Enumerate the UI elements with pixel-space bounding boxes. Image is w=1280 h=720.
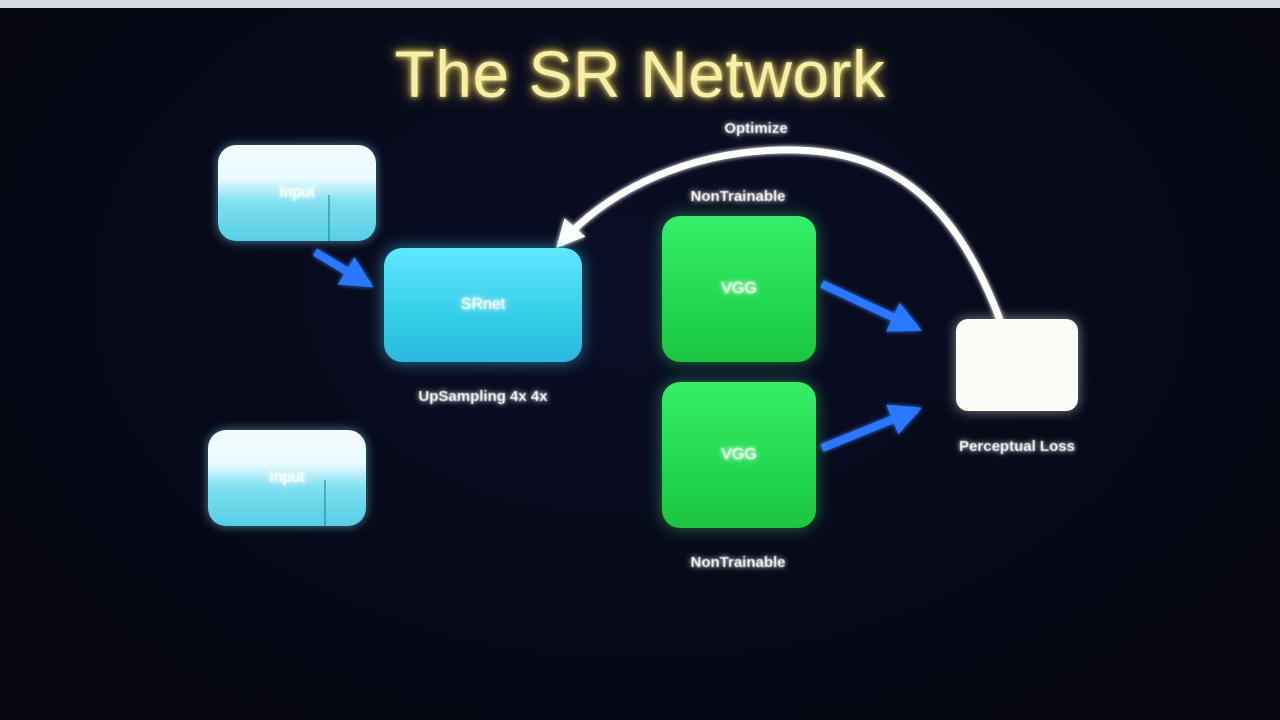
input-node-bottom: Input xyxy=(208,430,366,526)
slide-title: The SR Network xyxy=(394,37,886,111)
optimize-feedback-arrow xyxy=(556,146,1004,322)
vgg-node-bottom-label: VGG xyxy=(721,446,757,463)
top-strip xyxy=(0,0,1280,8)
arrows-layer xyxy=(312,146,1004,490)
arrow-input-to-srnet xyxy=(312,248,374,288)
slide: The SR Network Input xyxy=(0,8,1280,720)
input-node-bottom-divider xyxy=(324,479,326,526)
vgg-node-bottom: VGG xyxy=(662,382,816,528)
input-node-top: Input xyxy=(218,145,376,241)
arrow-vgg-top-to-loss xyxy=(820,280,922,332)
perceptual-loss-node xyxy=(956,319,1078,411)
optimize-label: Optimize xyxy=(724,120,788,137)
srnet-node-label: SRnet xyxy=(460,296,506,313)
srnet-caption: UpSampling 4x 4x xyxy=(418,388,548,405)
arrow-vgg-bottom-to-loss xyxy=(820,404,922,452)
input-node-top-label: Input xyxy=(279,184,315,201)
input-node-bottom-label: Input xyxy=(269,469,305,486)
perceptual-loss-caption: Perceptual Loss xyxy=(959,438,1075,455)
vgg-bottom-caption: NonTrainable xyxy=(690,554,786,571)
srnet-node: SRnet xyxy=(384,248,582,362)
vgg-top-caption: NonTrainable xyxy=(690,188,786,205)
input-node-top-divider xyxy=(328,194,330,241)
vgg-node-top-label: VGG xyxy=(721,280,757,297)
vgg-node-top: VGG xyxy=(662,216,816,362)
